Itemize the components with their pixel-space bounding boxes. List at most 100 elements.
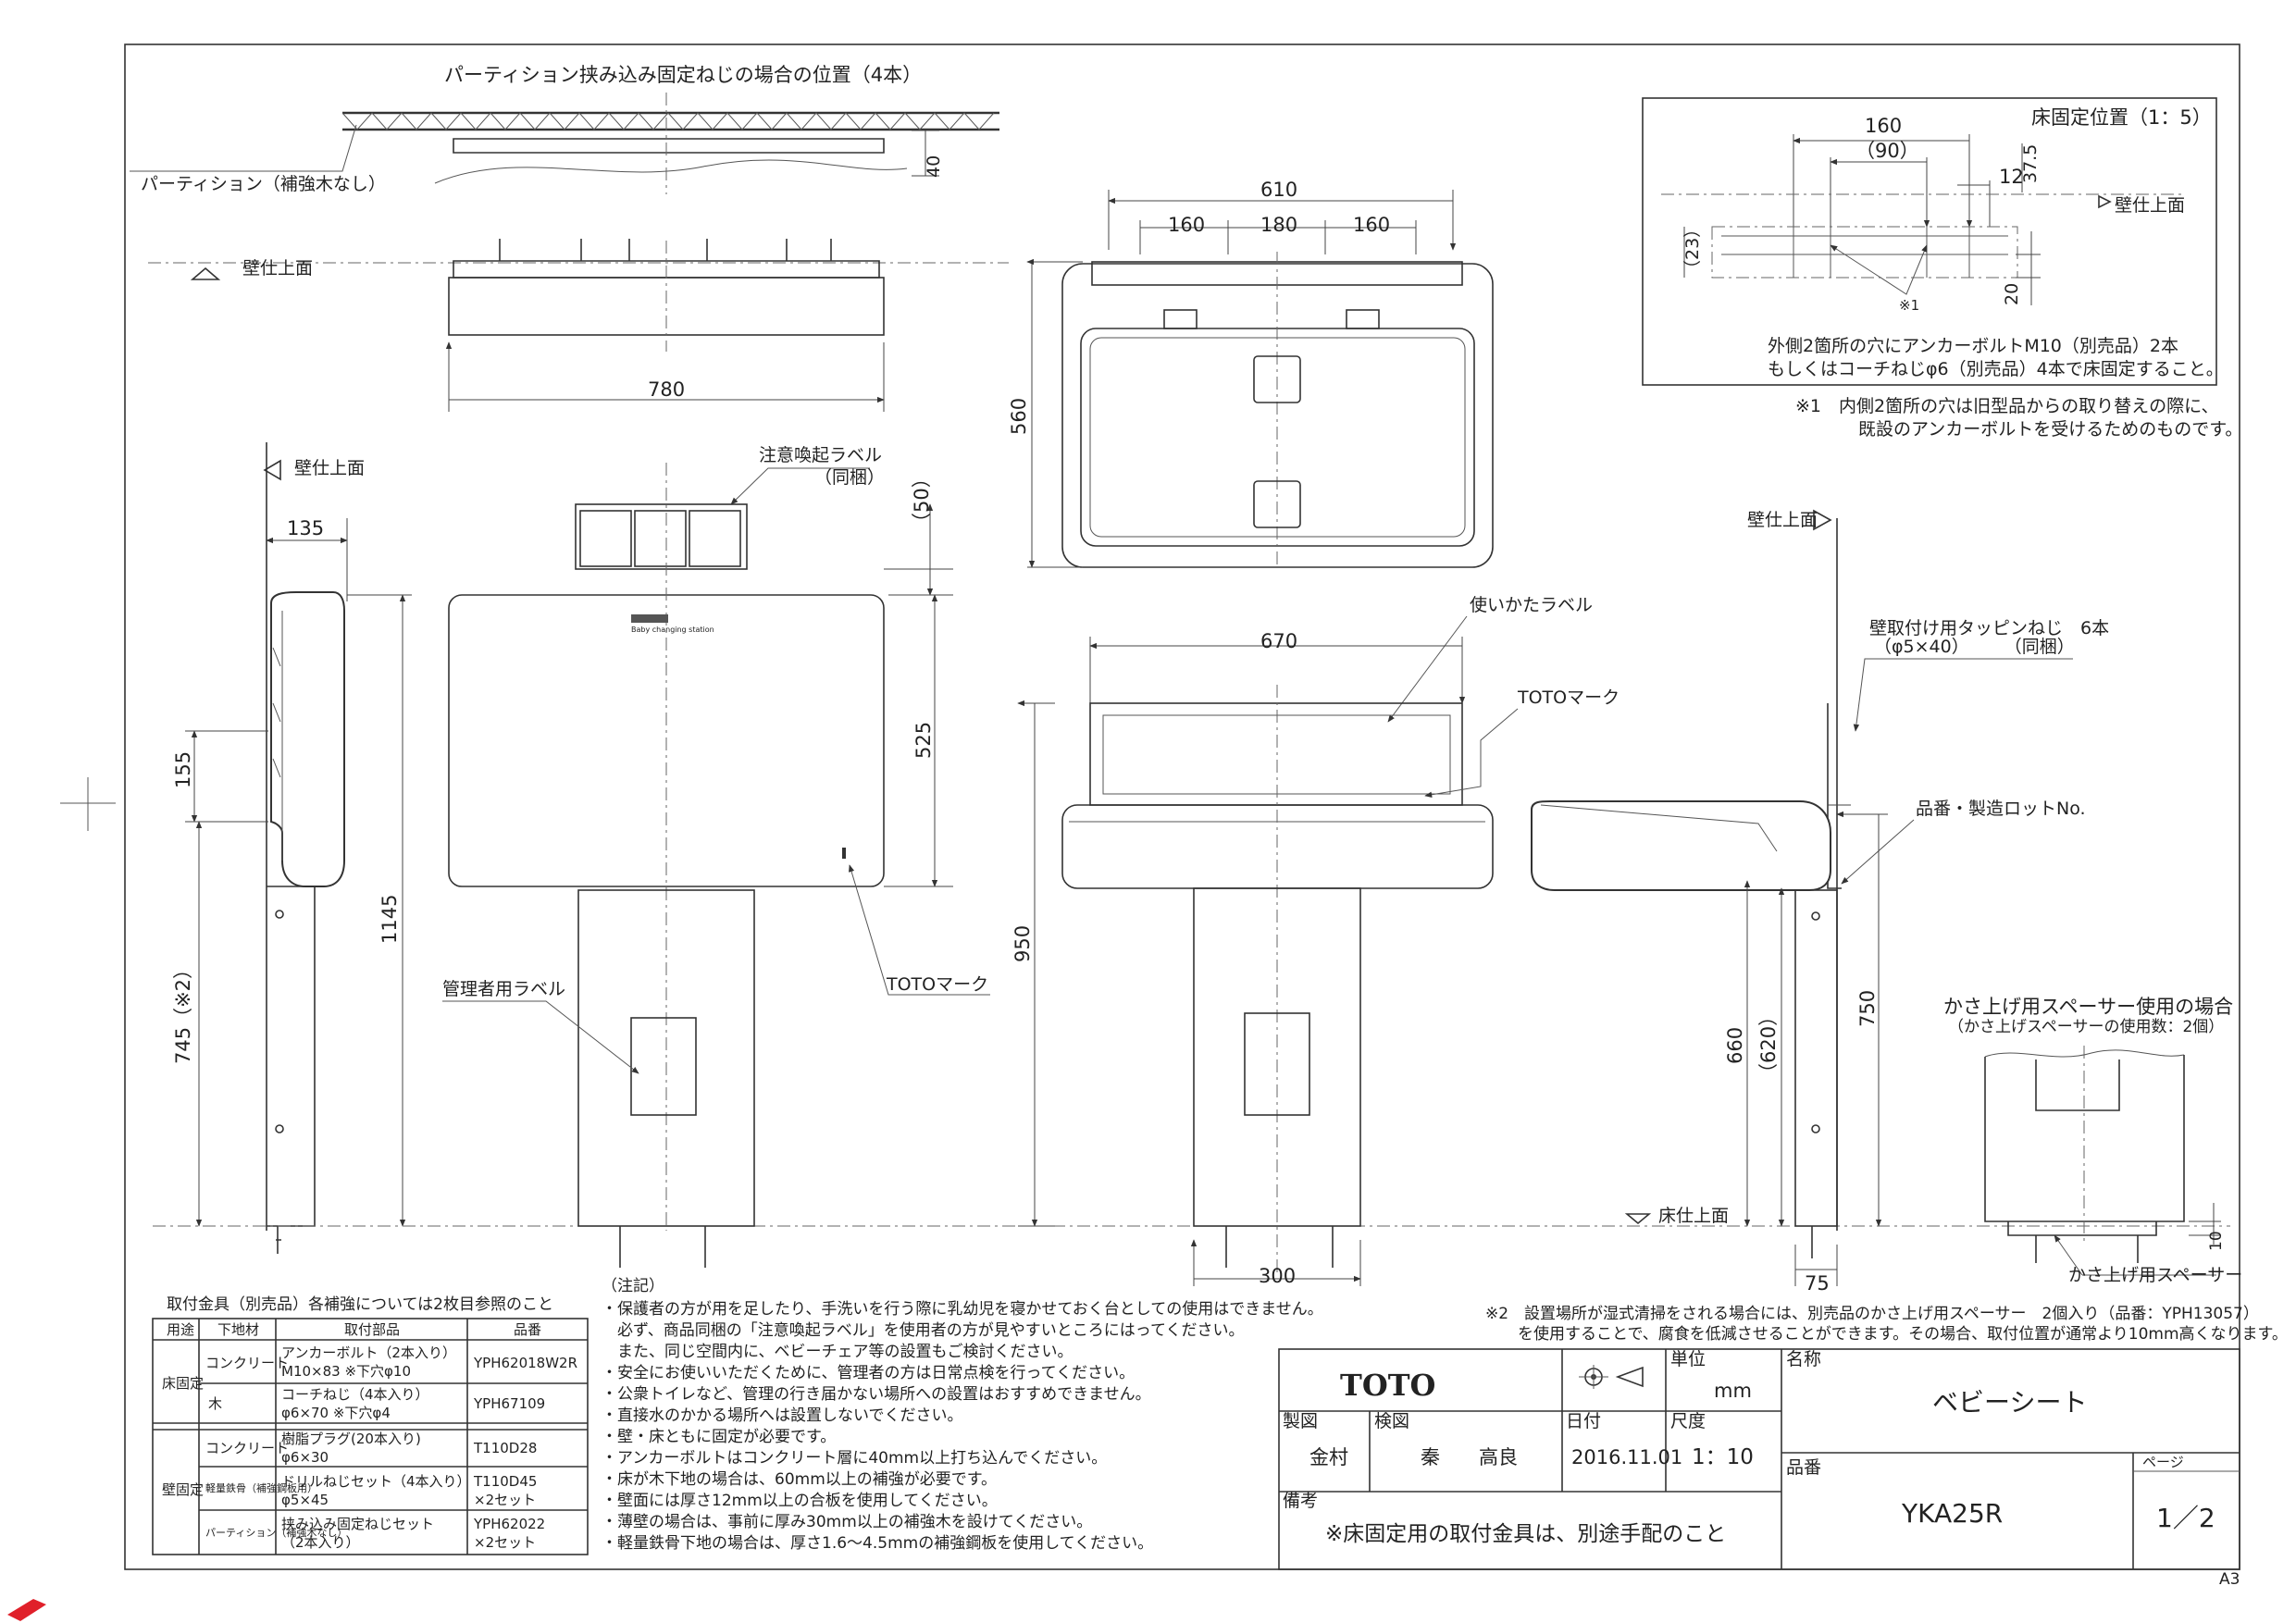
right-side-view: 壁仕上面 壁取付け用タッピンねじ 6本 （φ5×40） （同梱） 品番・製造ロッ…: [1531, 509, 2109, 1295]
svg-text:コンクリート: コンクリート: [205, 1440, 289, 1456]
ff-note2: もしくはコーチねじφ6（別売品）4本で床固定すること。: [1768, 359, 2224, 379]
dim-75: 75: [1805, 1272, 1830, 1295]
product-no-label: 品番・製造ロットNo.: [1916, 799, 2086, 819]
front-view: 注意喚起ラベル （同梱） Baby changing station （50） …: [442, 445, 990, 1268]
page-label: ページ: [2142, 1454, 2184, 1470]
svg-text:×2セット: ×2セット: [474, 1534, 536, 1551]
group-wall: 壁固定: [162, 1481, 204, 1498]
ff-dim-37: 37.5: [2020, 144, 2041, 183]
scale-label: 尺度: [1670, 1411, 1706, 1431]
svg-text:φ6×30: φ6×30: [281, 1449, 329, 1466]
dim-180: 180: [1260, 214, 1297, 236]
dim-660: 660: [1724, 1027, 1746, 1064]
name-label: 名称: [1786, 1349, 1821, 1369]
th-part: 取付部品: [344, 1321, 400, 1338]
svg-text:（2本入り）: （2本入り）: [281, 1534, 360, 1551]
admin-label: 管理者用ラベル: [442, 979, 565, 999]
note-line: ・保護者の方が用を足したり、手洗いを行う際に乳幼児を寝かせておく台としての使用は…: [602, 1299, 1323, 1319]
svg-text:YPH62018W2R: YPH62018W2R: [473, 1355, 577, 1371]
ff-note1: 外側2箇所の穴にアンカーボルトM10（別売品）2本: [1768, 336, 2178, 356]
dim-745: 745（※2）: [172, 960, 194, 1064]
svg-text:M10×83 ※下穴φ10: M10×83 ※下穴φ10: [281, 1363, 411, 1380]
svg-text:木: 木: [208, 1395, 222, 1412]
note2-line2: を使用することで、腐食を低減させることができます。その場合、取付位置が通常より1…: [1518, 1324, 2288, 1344]
projection-symbol-icon: [1579, 1365, 1644, 1389]
note-line: ・直接水のかかる場所へは設置しないでください。: [602, 1406, 963, 1425]
dim-50: （50）: [911, 468, 933, 532]
svg-text:YPH62022: YPH62022: [473, 1516, 545, 1532]
note-line: ・床が木下地の場合は、60mm以上の補強が必要です。: [602, 1470, 997, 1489]
wall-top-label: 壁仕上面: [242, 258, 313, 279]
notes: （注記） ・保護者の方が用を足したり、手洗いを行う際に乳幼児を寝かせておく台とし…: [602, 1277, 2288, 1553]
dim-1145: 1145: [379, 895, 401, 944]
ff-dim-20: 20: [2002, 283, 2022, 305]
corner-logo-icon: [7, 1599, 46, 1621]
fittings-title: 取付金具（別売品）各補強については2枚目参照のこと: [167, 1295, 553, 1314]
partition-detail: パーティション挟み込み固定ねじの場合の位置（4本） 40 パーティション（補強木…: [130, 64, 999, 194]
svg-text:T110D45: T110D45: [473, 1473, 537, 1490]
note2-line1: ※2 設置場所が湿式清掃をされる場合には、別売品のかさ上げ用スペーサー 2個入り…: [1485, 1305, 2259, 1323]
remarks-value: ※床固定用の取付金具は、別途手配のこと: [1325, 1522, 1726, 1546]
note-line: ・安全にお使いいただくために、管理者の方は日常点検を行ってください。: [602, 1363, 1135, 1382]
floor-fix-title: 床固定位置（1：5）: [2031, 106, 2212, 129]
dim-160b: 160: [1353, 214, 1390, 236]
dim-950: 950: [1011, 925, 1034, 962]
unit-value: mm: [1714, 1380, 1752, 1402]
dim-155: 155: [172, 751, 194, 788]
crop-mark: [60, 777, 116, 831]
dim-300: 300: [1259, 1265, 1296, 1287]
note-line: ・薄壁の場合は、事前に厚み30mm以上の補強木を設けてください。: [602, 1513, 1092, 1531]
dim-160a: 160: [1168, 214, 1205, 236]
note-line: ・アンカーボルトはコンクリート層に40mm以上打ち込んでください。: [602, 1449, 1107, 1468]
note-line: ・公衆トイレなど、管理の行き届かない場所への設置はおすすめできません。: [602, 1385, 1151, 1404]
product-label: 品番: [1786, 1457, 1821, 1478]
th-base: 下地材: [217, 1321, 259, 1338]
partition-screw-title: パーティション挟み込み固定ねじの場合の位置（4本）: [444, 64, 922, 86]
notes-heading: （注記）: [602, 1277, 664, 1295]
dim-750: 750: [1856, 990, 1879, 1027]
ff-wall-label: 壁仕上面: [2115, 195, 2185, 216]
note-line: 必ず、商品同梱の「注意喚起ラベル」を使用者の方が見やすいところにはってください。: [602, 1320, 1244, 1340]
side-wall-top-label: 壁仕上面: [294, 458, 365, 478]
unit-label: 単位: [1670, 1349, 1706, 1369]
svg-text:コンクリート: コンクリート: [205, 1355, 289, 1371]
svg-text:樹脂プラグ(20本入り): 樹脂プラグ(20本入り): [281, 1431, 421, 1447]
date-label: 日付: [1566, 1411, 1601, 1431]
dim-525: 525: [912, 722, 935, 759]
front-top-view: 壁仕上面 780: [148, 239, 1009, 412]
table-row: パーティション（補強木なし） 挟み込み固定ねじセット （2本入り） YPH620…: [205, 1516, 545, 1551]
tapping-sub: （φ5×40） （同梱）: [1874, 637, 2075, 657]
dim-670: 670: [1260, 630, 1297, 652]
svg-text:φ5×45: φ5×45: [281, 1492, 329, 1508]
sheet-border: [124, 43, 2240, 1570]
date-value: 2016.11.01: [1571, 1446, 1682, 1468]
ff-dim-23: （23）: [1682, 220, 1703, 278]
table-row: 軽量鉄骨（補強鋼板用） ドリルねじセット（4本入り） φ5×45 T110D45…: [205, 1473, 537, 1508]
toto-mark-label: TOTOマーク: [886, 974, 988, 995]
scale-value: 1：10: [1692, 1445, 1754, 1469]
th-usage: 用途: [167, 1321, 194, 1338]
svg-text:ドリルねじセット（4本入り）: ドリルねじセット（4本入り）: [281, 1473, 471, 1490]
dim-560: 560: [1008, 398, 1030, 435]
right-wall-top-label: 壁仕上面: [1747, 510, 1818, 530]
ff-note3: ※1 内側2箇所の穴は旧型品からの取り替えの際に、: [1795, 396, 2219, 416]
floor-fix-box: 床固定位置（1：5） 160 （90） 12 37.5 壁仕上面 （23） 20…: [1642, 97, 2242, 440]
toto-mark-label-2: TOTOマーク: [1517, 688, 1620, 708]
fittings-table: 取付金具（別売品）各補強については2枚目参照のこと 用途 下地材 取付部品 品番…: [152, 1295, 589, 1555]
ff-note4: 既設のアンカーボルトを受けるためのものです。: [1858, 419, 2242, 440]
caution-sub: （同梱）: [814, 467, 885, 488]
ff-dim-160: 160: [1865, 115, 1902, 137]
side-view: 壁仕上面 135 155 745（※2） 1145: [172, 442, 412, 1254]
spacer-title: かさ上げ用スペーサー使用の場合: [1943, 996, 2233, 1018]
checked-value: 秦 高良: [1421, 1446, 1518, 1468]
th-no: 品番: [514, 1321, 541, 1338]
page-value: 1／2: [2156, 1503, 2215, 1533]
table-row: 木 コーチねじ（4本入り） φ6×70 ※下穴φ4 YPH67109: [208, 1386, 545, 1421]
dim-610: 610: [1260, 179, 1297, 201]
dim-135: 135: [287, 517, 324, 539]
toto-logo: TOTO: [1340, 1368, 1435, 1403]
partition-label: パーティション（補強木なし）: [141, 174, 386, 194]
checked-label: 検図: [1374, 1411, 1409, 1431]
svg-text:φ6×70 ※下穴φ4: φ6×70 ※下穴φ4: [281, 1405, 391, 1421]
svg-text:アンカーボルト（2本入り）: アンカーボルト（2本入り）: [281, 1344, 456, 1361]
